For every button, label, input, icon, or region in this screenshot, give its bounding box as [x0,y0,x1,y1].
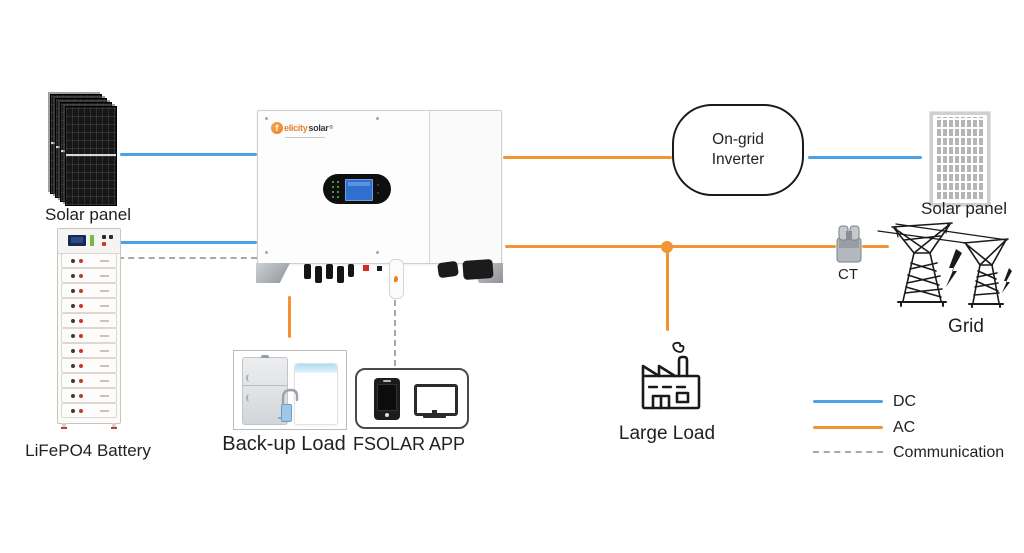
legend-communication-line [813,451,883,453]
mc4-connector [304,264,311,279]
wifi-dongle-icon [389,259,404,299]
grid-label: Grid [948,316,984,337]
ac-line-ct-to-grid [862,245,889,248]
solar-panel-left-icon [50,94,120,208]
brand-tagline [285,137,325,138]
switch-red [363,265,369,271]
battery-icon [57,228,121,429]
ac-line-inverter-to-backup-load [288,296,291,338]
comm-line-dongle-to-app [394,300,396,366]
comm-line-battery-to-inverter [118,257,257,259]
legend-dc-line [813,400,883,403]
mc4-connector [348,264,354,277]
brand-f-icon: f [271,122,283,134]
battery-module [61,268,117,283]
port-black [377,266,382,271]
battery-module [61,253,117,268]
ct-label: CT [838,266,858,283]
brand-text-2: solar [308,123,329,133]
legend-ac-label: AC [893,419,916,436]
dc-line-ongrid-to-pv [808,156,922,159]
ongrid-inverter-label-line1: On-grid [712,130,764,148]
battery-label: LiFePO4 Battery [25,441,151,460]
inverter-display [323,174,391,204]
ongrid-inverter-label-line2: Inverter [711,151,765,168]
dc-line-battery-to-inverter [120,241,257,244]
fsolar-app-box [355,368,469,429]
inverter-left-bracket [256,263,290,283]
mc4-connector [326,264,333,279]
lightning-icon [1002,268,1012,293]
grid-towers-icon [876,213,1016,318]
battery-module [61,388,117,403]
lcd-screen [345,179,373,201]
ongrid-inverter-node: On-grid Inverter [672,104,804,196]
large-load-label: Large Load [618,423,716,444]
battery-module [61,298,117,313]
brand-text-1: elicity [284,123,308,133]
battery-module [61,343,117,358]
backup-load-box [233,350,347,430]
legend-communication-label: Communication [893,444,1005,461]
battery-module [61,403,117,418]
water-purifier-icon [278,363,338,425]
factory-icon [630,340,710,418]
battery-module [61,283,117,298]
ac-line-inverter-to-ongrid [503,156,672,159]
backup-load-label: Back-up Load [222,433,346,455]
solar-panel-right-icon [930,112,990,206]
fsolar-app-label: FSOLAR APP [352,434,466,454]
battery-module [61,373,117,388]
ac-line-to-large-load [666,247,669,331]
water-bottle-icon [281,404,292,422]
phone-icon [374,378,400,420]
solar-panel-right-label: Solar panel [920,199,1007,218]
dc-line-pv-to-inverter [120,153,257,156]
legend-dc-label: DC [893,393,917,410]
mc4-connector [337,266,344,283]
ct-icon [834,224,864,264]
lightning-icon [946,249,962,287]
battery-module [61,358,117,373]
legend-ac-line [813,426,883,429]
brand-reg-mark: ® [329,125,334,131]
battery-module [61,328,117,343]
ac-connector [437,260,459,279]
ac-connector [462,258,494,281]
battery-bms-module [58,229,120,254]
monitor-icon [414,384,458,418]
solar-panel-left-label: Solar panel [44,205,131,224]
battery-module [61,313,117,328]
mc4-connector [315,266,322,283]
